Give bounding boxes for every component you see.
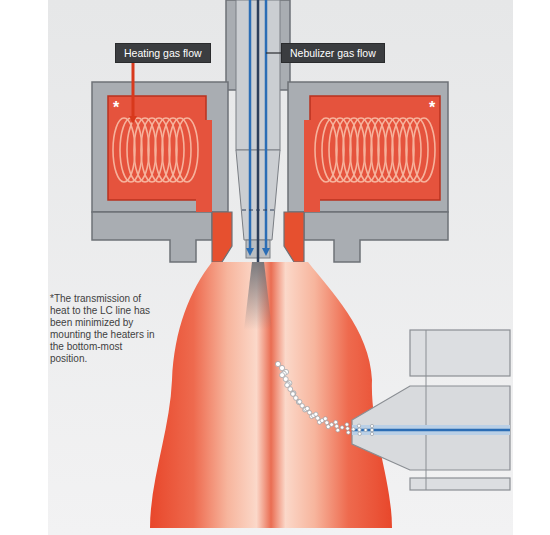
droplet <box>330 423 334 427</box>
heater-coil <box>127 118 149 182</box>
droplet <box>336 428 340 432</box>
droplet <box>291 391 296 396</box>
heater-coil <box>134 118 156 182</box>
box-text: Heating gas flow <box>124 47 202 59</box>
heater-coil <box>413 118 435 182</box>
droplet <box>288 387 293 392</box>
heater-coil <box>176 118 198 182</box>
leader-line <box>266 52 281 53</box>
droplet <box>316 416 320 420</box>
heater-coil <box>371 118 393 182</box>
droplet <box>298 400 302 404</box>
droplet <box>352 428 355 431</box>
droplet <box>307 410 311 414</box>
heater-coil <box>169 118 191 182</box>
heater-coil <box>155 118 177 182</box>
droplet <box>340 426 344 430</box>
heater-coil <box>364 118 386 182</box>
droplet <box>325 421 329 425</box>
droplet <box>370 428 373 431</box>
droplet <box>300 404 304 408</box>
heater-coil <box>357 118 379 182</box>
heater-coil <box>406 118 428 182</box>
droplet <box>283 377 288 382</box>
heater-coil <box>336 118 358 182</box>
droplet <box>345 423 349 427</box>
heating-flow-arrow <box>132 63 135 120</box>
droplet <box>346 427 350 431</box>
droplet <box>370 424 373 427</box>
asterisk-mark: * <box>429 100 435 116</box>
heater-coil <box>148 118 170 182</box>
droplet <box>291 392 296 397</box>
heater-coil <box>350 118 372 182</box>
heater-coil <box>392 118 414 182</box>
droplet <box>291 391 296 396</box>
droplet <box>314 412 318 416</box>
box-text: Nebulizer gas flow <box>290 47 376 59</box>
label-box: Nebulizer gas flow <box>281 43 385 63</box>
heater-coil <box>141 118 163 182</box>
droplet <box>296 400 301 405</box>
label-box: Heating gas flow <box>115 43 211 63</box>
heater-coil <box>385 118 407 182</box>
droplet <box>280 373 285 378</box>
droplet <box>305 406 309 410</box>
droplet <box>347 431 351 435</box>
droplet <box>357 424 360 427</box>
droplet <box>279 365 284 370</box>
droplet <box>335 424 339 428</box>
droplet <box>323 417 327 421</box>
heater-coil <box>329 118 351 182</box>
heater-coil <box>162 118 184 182</box>
heater-coil <box>113 118 135 182</box>
droplet <box>358 432 361 435</box>
heater-coil <box>315 118 337 182</box>
heater-coil <box>322 118 344 182</box>
asterisk-mark: * <box>113 100 119 116</box>
droplet <box>285 382 290 387</box>
droplet <box>297 400 302 405</box>
droplet <box>334 420 338 424</box>
droplet <box>358 428 361 431</box>
heater-coil <box>343 118 365 182</box>
heater-coil <box>378 118 400 182</box>
footnote-text: *The transmission of heat to the LC line… <box>50 293 162 365</box>
droplet <box>370 432 373 435</box>
droplet <box>294 396 299 401</box>
droplet <box>275 361 280 366</box>
droplet <box>364 428 367 431</box>
droplet <box>285 383 290 388</box>
heater-coil <box>120 118 142 182</box>
heater-coil <box>399 118 421 182</box>
